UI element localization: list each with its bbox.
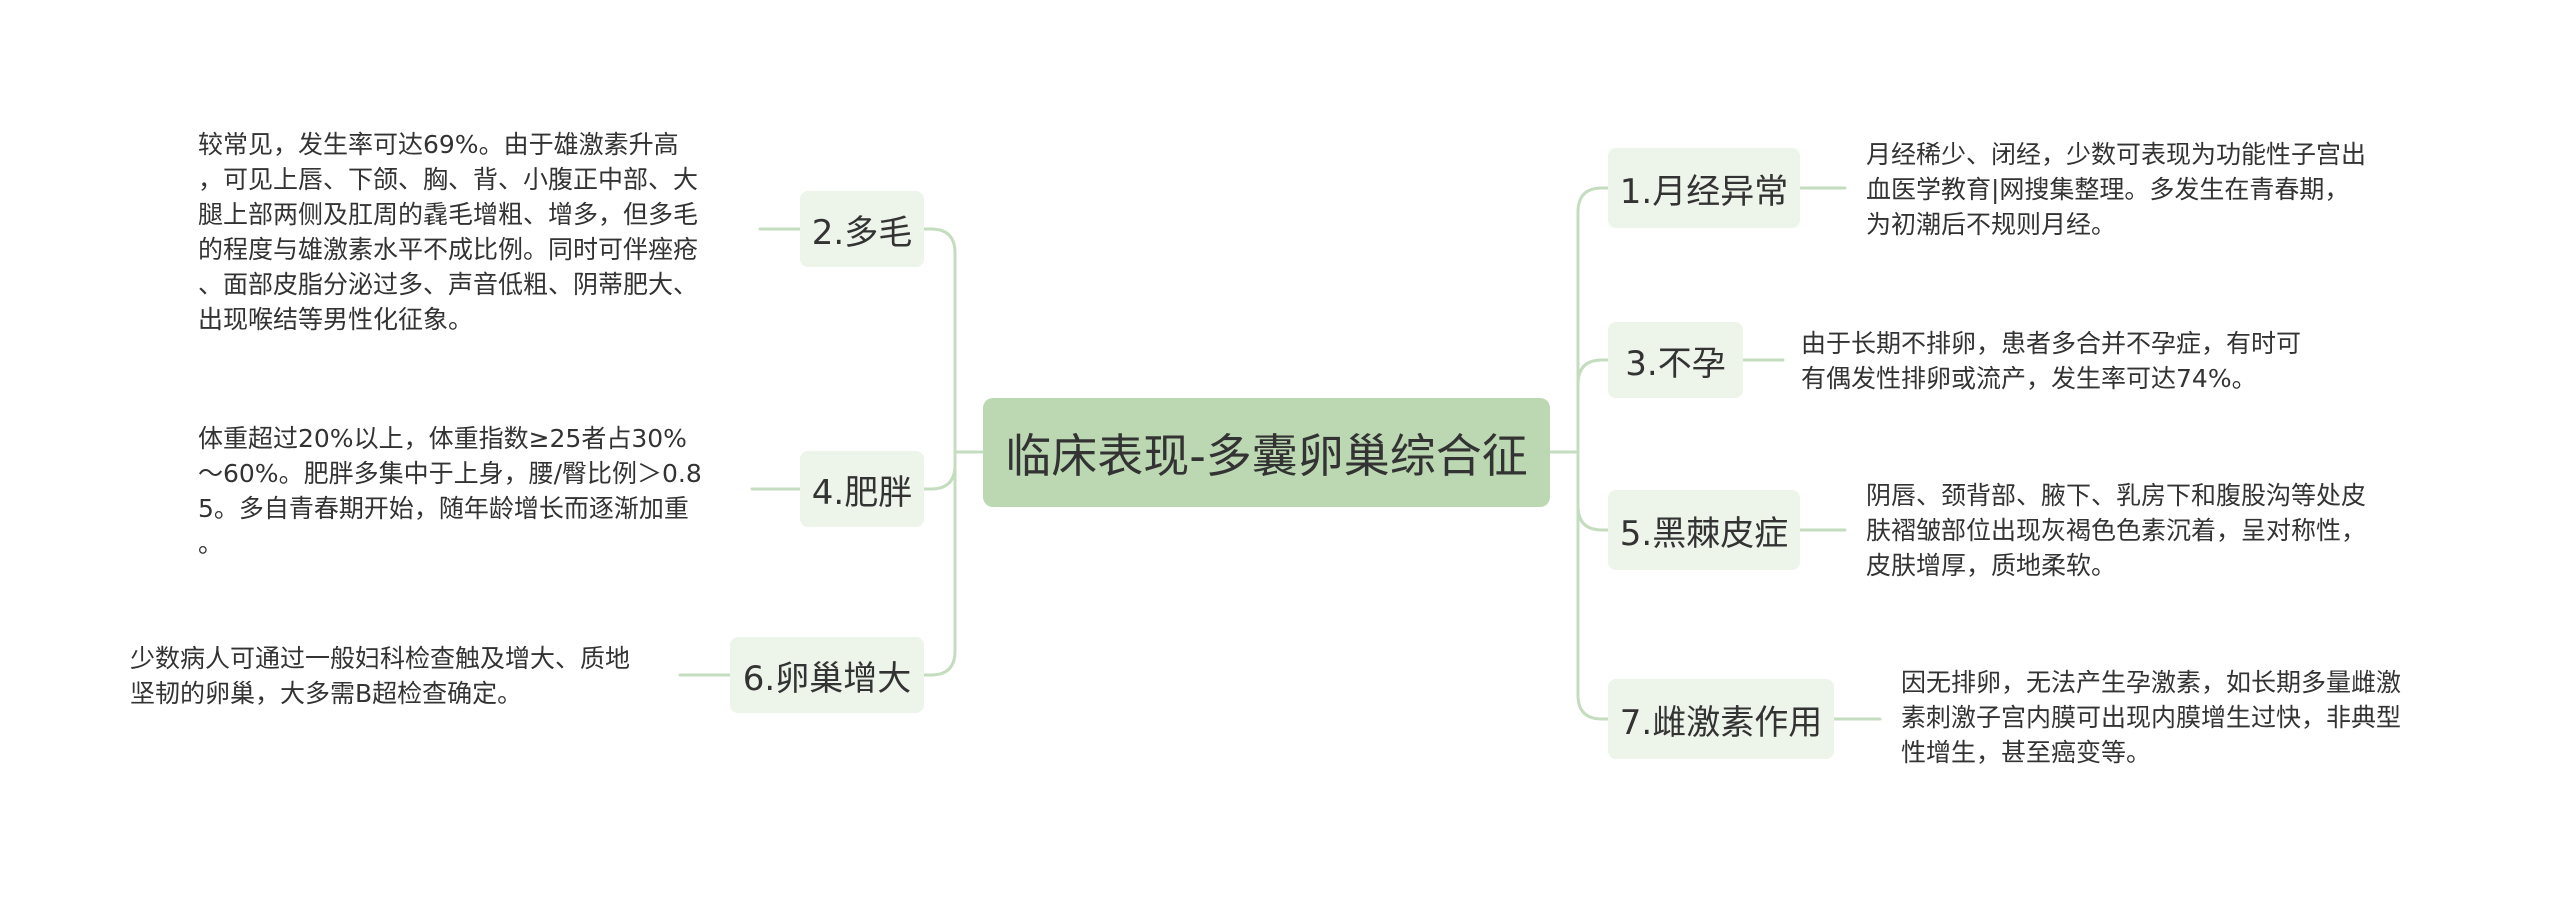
detail-line: 坚韧的卵巢，大多需B超检查确定。	[130, 679, 523, 708]
branch-detail-5: 阴唇、颈背部、腋下、乳房下和腹股沟等处皮 肤褶皱部位出现灰褐色色素沉着，呈对称性…	[1866, 478, 2366, 583]
detail-line: 血医学教育|网搜集整理。多发生在青春期，	[1866, 175, 2350, 204]
detail-line: ～60%。肥胖多集中于上身，腰/臀比例＞0.8	[198, 459, 702, 488]
detail-line: 肤褶皱部位出现灰褐色色素沉着，呈对称性，	[1866, 516, 2367, 545]
branch-node-3: 3.不孕	[1608, 322, 1743, 398]
branch-node-1: 1.月经异常	[1608, 148, 1800, 228]
branch-label-7: 7.雌激素作用	[1619, 702, 1823, 743]
detail-line: 有偶发性排卵或流产，发生率可达74%。	[1801, 364, 2257, 393]
detail-line: 出现喉结等男性化征象。	[198, 305, 474, 334]
branch-node-4: 4.肥胖	[800, 451, 924, 527]
branch-label-3: 3.不孕	[1625, 343, 1726, 384]
detail-line: 腿上部两侧及肛周的毳毛增粗、增多，但多毛	[198, 200, 699, 229]
branch-detail-3: 由于长期不排卵，患者多合并不孕症，有时可 有偶发性排卵或流产，发生率可达74%。	[1801, 326, 2301, 396]
detail-line: 阴唇、颈背部、腋下、乳房下和腹股沟等处皮	[1866, 481, 2367, 510]
branch-label-6: 6.卵巢增大	[742, 658, 912, 699]
branch-label-4: 4.肥胖	[811, 472, 913, 513]
detail-line: 由于长期不排卵，患者多合并不孕症，有时可	[1801, 329, 2302, 358]
branch-detail-7: 因无排卵，无法产生孕激素，如长期多量雌激 素刺激子宫内膜可出现内膜增生过快，非典…	[1901, 665, 2401, 770]
detail-line: 体重超过20%以上，体重指数≥25者占30%	[198, 424, 687, 453]
detail-line: 性增生，甚至癌变等。	[1901, 738, 2152, 767]
detail-line: 皮肤增厚，质地柔软。	[1866, 551, 2117, 580]
detail-line: 素刺激子宫内膜可出现内膜增生过快，非典型	[1901, 703, 2402, 732]
detail-line: 5。多自青春期开始，随年龄增长而逐渐加重	[198, 494, 689, 523]
branch-detail-2: 较常见，发生率可达69%。由于雄激素升高 ，可见上唇、下颌、胸、背、小腹正中部、…	[198, 127, 698, 337]
branch-detail-1: 月经稀少、闭经，少数可表现为功能性子宫出 血医学教育|网搜集整理。多发生在青春期…	[1866, 137, 2366, 242]
detail-line: 的程度与雄激素水平不成比例。同时可伴痤疮	[198, 235, 699, 264]
branch-label-2: 2.多毛	[811, 212, 913, 253]
branch-node-6: 6.卵巢增大	[730, 637, 924, 713]
branch-node-7: 7.雌激素作用	[1608, 679, 1834, 759]
detail-line: 月经稀少、闭经，少数可表现为功能性子宫出	[1866, 140, 2367, 169]
branch-detail-4: 体重超过20%以上，体重指数≥25者占30% ～60%。肥胖多集中于上身，腰/臀…	[198, 421, 702, 561]
central-topic-label: 临床表现-多囊卵巢综合征	[1005, 428, 1528, 483]
detail-line: 因无排卵，无法产生孕激素，如长期多量雌激	[1901, 668, 2402, 697]
detail-line: 少数病人可通过一般妇科检查触及增大、质地	[130, 644, 631, 673]
detail-line: 为初潮后不规则月经。	[1866, 210, 2117, 239]
detail-line: 、面部皮脂分泌过多、声音低粗、阴蒂肥大、	[198, 270, 699, 299]
branch-detail-6: 少数病人可通过一般妇科检查触及增大、质地 坚韧的卵巢，大多需B超检查确定。	[130, 641, 630, 711]
detail-line: ，可见上唇、下颌、胸、背、小腹正中部、大	[198, 165, 699, 194]
branch-label-1: 1.月经异常	[1619, 171, 1789, 212]
branch-node-2: 2.多毛	[800, 191, 924, 267]
detail-line: 。	[198, 529, 224, 558]
central-topic: 临床表现-多囊卵巢综合征	[983, 398, 1550, 507]
detail-line: 较常见，发生率可达69%。由于雄激素升高	[198, 130, 679, 159]
branch-node-5: 5.黑棘皮症	[1608, 490, 1800, 570]
branch-label-5: 5.黑棘皮症	[1619, 513, 1789, 554]
